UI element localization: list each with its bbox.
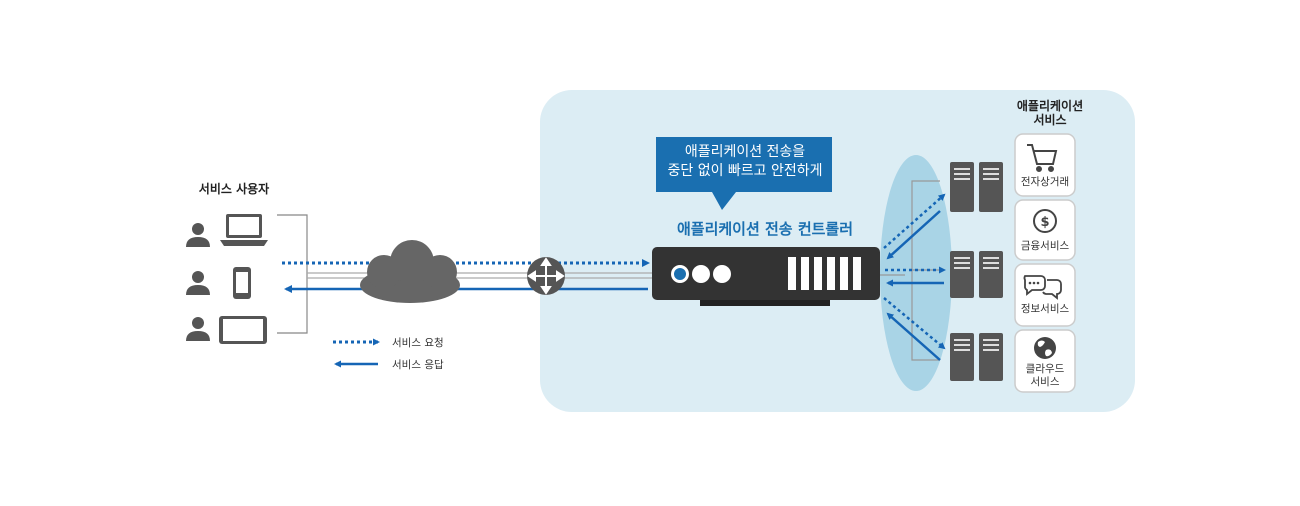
laptop-icon <box>220 214 268 246</box>
server-rack-icon <box>950 251 1003 298</box>
users-bracket <box>277 214 308 334</box>
user-person-icon <box>186 271 210 295</box>
svg-text:$: $ <box>1040 215 1049 230</box>
services-title-line-2: 서비스 <box>1033 113 1067 127</box>
service-card-info <box>1014 263 1076 327</box>
message-line-2: 중단 없이 빠르고 안전하게 <box>667 163 823 179</box>
router-icon <box>527 257 565 295</box>
lb-response-arrow <box>886 210 941 260</box>
service-label-ecommerce: 전자상거래 <box>1020 176 1070 188</box>
legend-request-label: 서비스 요청 <box>392 337 444 349</box>
legend-response-label: 서비스 응답 <box>392 359 444 371</box>
load-balancing-zone <box>880 155 952 391</box>
service-label-cloud-line-1: 클라우드 <box>1025 363 1065 375</box>
lb-response-arrow <box>886 312 941 361</box>
cloud-icon <box>360 240 460 303</box>
globe-icon <box>1034 337 1056 359</box>
message-bubble-text: 애플리케이션 전송을 중단 없이 빠르고 안전하게 <box>660 143 830 181</box>
services-title: 애플리케이션 서비스 <box>1000 99 1100 127</box>
users-title: 서비스 사용자 <box>198 182 270 196</box>
service-card-finance <box>1014 199 1076 261</box>
services-title-line-1: 애플리케이션 <box>1016 99 1084 113</box>
service-label-cloud: 클라우드 서비스 <box>1015 363 1075 389</box>
controller-device-icon <box>652 247 880 306</box>
lb-request-arrow <box>883 193 946 249</box>
tablet-icon <box>219 316 267 344</box>
message-bubble <box>656 137 832 210</box>
message-line-1: 애플리케이션 전송을 <box>684 144 806 160</box>
service-label-info: 정보서비스 <box>1020 303 1070 315</box>
server-rack-icon <box>950 162 1003 212</box>
lb-request-arrow <box>883 297 946 350</box>
dollar-coin-icon: $ <box>1033 209 1057 233</box>
shopping-cart-icon <box>1027 144 1058 172</box>
user-person-icon <box>186 223 210 247</box>
chat-bubbles-icon <box>1023 275 1062 300</box>
server-rack-icon <box>950 333 1003 381</box>
service-card-cloud <box>1014 329 1076 393</box>
user-person-icon <box>186 317 210 341</box>
smartphone-icon <box>233 267 251 299</box>
controller-title: 애플리케이션 전송 컨트롤러 <box>676 220 854 238</box>
service-label-finance: 금융서비스 <box>1020 240 1070 252</box>
service-label-cloud-line-2: 서비스 <box>1030 376 1060 388</box>
